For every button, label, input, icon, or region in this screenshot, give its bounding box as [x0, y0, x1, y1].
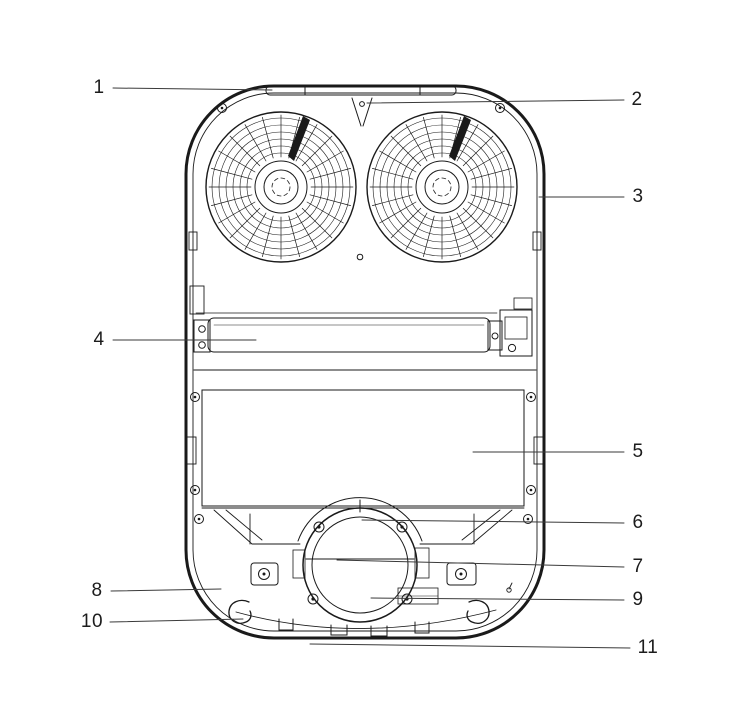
callout-3: 3: [632, 186, 644, 207]
funnel-section: [201, 507, 525, 545]
hook-left: [228, 599, 252, 624]
leader-line-10: [109, 618, 244, 623]
side-edge-clips: [185, 231, 545, 465]
center-pilot-hole: [356, 253, 364, 261]
leader-line-11: [309, 643, 631, 649]
callout-6: 6: [632, 512, 644, 533]
device-outline: [184, 84, 546, 640]
lamp-bar: [193, 312, 503, 353]
callout-9: 9: [632, 589, 644, 610]
callout-7: 7: [632, 556, 644, 577]
leader-line-8: [110, 588, 222, 592]
access-panel: [201, 389, 525, 507]
fan-grille-left: [205, 111, 357, 263]
top-handle: [265, 85, 457, 127]
callout-1: 1: [93, 77, 105, 98]
callout-8: 8: [91, 580, 103, 601]
callout-10: 10: [80, 611, 104, 632]
leader-line-7: [336, 559, 625, 568]
callout-4: 4: [93, 329, 105, 350]
side-junction-block: [499, 297, 533, 357]
leader-line-9: [370, 597, 625, 601]
leader-line-2: [366, 99, 625, 104]
drain-clip: [506, 582, 513, 593]
hook-right: [466, 599, 490, 624]
bottom-inner-edge: [235, 609, 497, 629]
leader-lines: [109, 87, 631, 649]
frame-screws: [190, 103, 536, 524]
fan-grille-right: [366, 111, 518, 263]
leader-line-1: [112, 87, 273, 91]
leader-line-6: [361, 519, 625, 524]
callout-11: 11: [637, 637, 659, 658]
callout-2: 2: [631, 89, 643, 110]
callout-5: 5: [632, 441, 644, 462]
duct-port: [292, 497, 439, 623]
bottom-fittings: [228, 562, 513, 637]
